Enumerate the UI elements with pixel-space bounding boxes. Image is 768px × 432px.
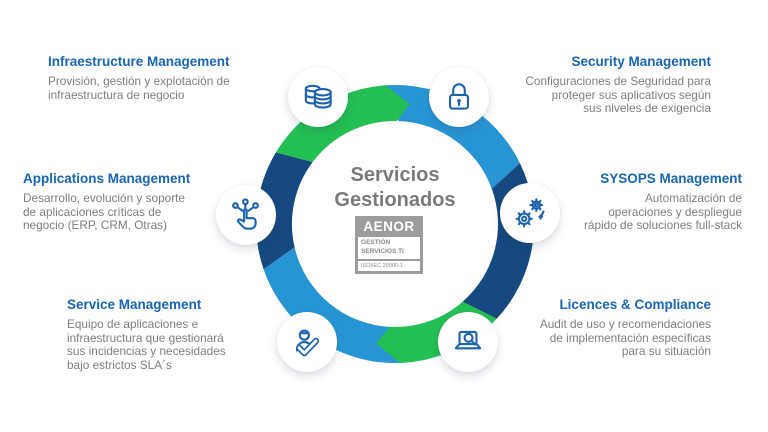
laptop-search-icon <box>454 330 482 350</box>
service-card-applications: Applications Management Desarrollo, evol… <box>23 171 238 233</box>
service-title: Security Management <box>571 54 711 69</box>
applications-icon-badge <box>216 185 276 245</box>
licences-icon-badge <box>438 312 498 372</box>
ring-center-title: Servicios Gestionados <box>334 164 456 211</box>
service-description: Audit de uso y recomendaciones de implem… <box>539 316 711 359</box>
aenor-logo-text: AENOR <box>363 219 415 234</box>
service-card-service: Service Management Equipo de aplicacione… <box>67 297 292 373</box>
service-card-security: Security Management Configuraciones de S… <box>461 54 711 116</box>
aenor-certification-badge: AENOR GESTIÓN SERVICIOS TI ISO/IEC 20000… <box>355 216 423 275</box>
service-title: Infraestructure Management <box>48 54 230 69</box>
service-title: Applications Management <box>23 171 191 186</box>
padlock-icon <box>448 83 470 110</box>
service-card-sysops: SYSOPS Management Automatización de oper… <box>507 171 742 233</box>
arc-top-right-lightblue <box>385 84 520 189</box>
aenor-standard-label: ISO/IEC 20000-1 <box>358 260 420 272</box>
arc-left-navy <box>256 152 313 270</box>
service-description: Configuraciones de Seguridad para proteg… <box>525 73 711 116</box>
database-icon <box>304 84 332 109</box>
service-description: Automatización de operaciones y desplieg… <box>583 190 742 233</box>
infraestructure-icon-badge <box>288 67 348 127</box>
service-description: Equipo de aplicaciones e infraestructura… <box>67 316 226 373</box>
service-description: Desarrollo, evolución y soporte de aplic… <box>23 190 185 233</box>
person-check-icon <box>295 329 320 357</box>
service-title: SYSOPS Management <box>600 171 742 186</box>
service-title: Service Management <box>67 297 202 312</box>
touch-click-icon <box>232 198 259 230</box>
service-icon-badge <box>277 312 337 372</box>
service-description: Provisión, gestión y explotación de infr… <box>48 73 230 102</box>
arc-bottom-left-lightblue <box>263 247 405 364</box>
aenor-certification-label: GESTIÓN SERVICIOS TI <box>358 237 420 259</box>
security-icon-badge <box>429 67 489 127</box>
arc-top-green <box>275 85 410 162</box>
gears-icon <box>515 198 545 228</box>
service-title: Licences & Compliance <box>559 297 711 312</box>
sysops-icon-badge <box>500 183 560 243</box>
service-card-infraestructure: Infraestructure Management Provisión, ge… <box>48 54 293 102</box>
service-card-licences: Licences & Compliance Audit de uso y rec… <box>471 297 711 359</box>
